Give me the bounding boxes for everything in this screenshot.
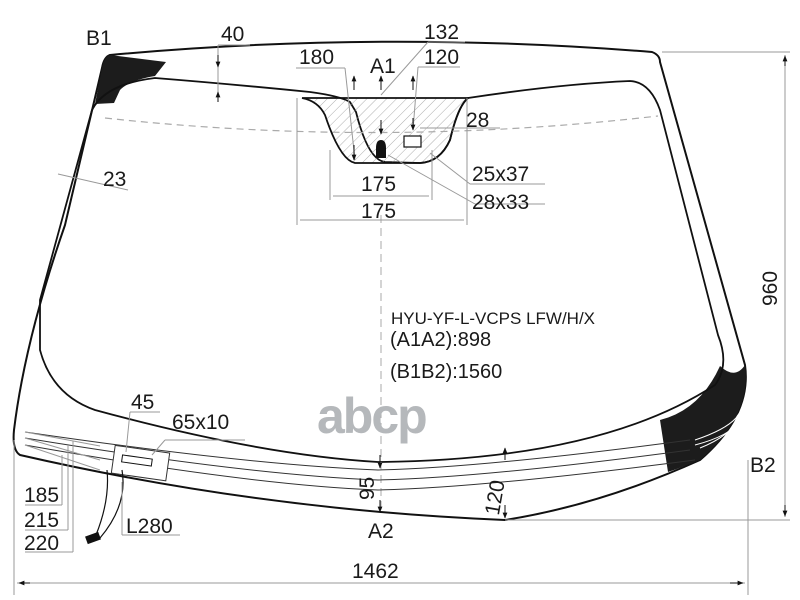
dim-sensor-width-inner: 175 (361, 173, 397, 196)
heater-loop-b2 (694, 412, 741, 449)
heater-line-1 (24, 431, 691, 471)
dim-sensor-offset-28: 28 (466, 109, 490, 132)
dim-overall-width: 1462 (352, 560, 399, 583)
dim-sensor-28x33: 28x33 (472, 191, 530, 214)
spec-b1b2: (B1B2):1560 (390, 361, 503, 383)
label-b1: B1 (86, 27, 112, 50)
dim-cable-length: L280 (126, 515, 173, 538)
sensor-area-hatched (301, 97, 471, 164)
dim-heater-215: 215 (24, 509, 60, 532)
spec-a1a2: (A1A2):898 (390, 329, 492, 351)
dim-bottom-center-95: 95 (356, 476, 379, 500)
dim-heater-220: 220 (24, 532, 60, 555)
watermark-logo: abcp (317, 388, 428, 444)
cable-l280 (95, 469, 109, 536)
dim-overall-height: 960 (759, 270, 782, 306)
dim-connector-45: 45 (131, 391, 155, 414)
cable-plug (85, 531, 101, 545)
dimension-arrows (18, 55, 788, 586)
label-b2: B2 (750, 454, 776, 477)
sensor-mount-28x33 (376, 140, 386, 158)
sensor-rect-25x37 (403, 135, 422, 148)
connector-slot (121, 454, 153, 467)
dim-sensor-120: 120 (424, 46, 460, 69)
frit-corner-b1 (95, 55, 166, 104)
part-code: HYU-YF-L-VCPS LFW/H/X (391, 309, 596, 328)
dim-side-band: 23 (103, 168, 127, 191)
dim-sensor-width-outer: 175 (361, 200, 397, 223)
dimension-lines (13, 41, 790, 595)
dim-heater-185: 185 (24, 484, 60, 507)
frit-corner-b2 (660, 365, 746, 472)
label-a1: A1 (370, 55, 396, 78)
dim-sensor-180: 180 (299, 46, 335, 69)
dim-sensor-132: 132 (424, 21, 460, 44)
dim-sensor-25x37: 25x37 (472, 163, 530, 186)
cable-l280-b (99, 469, 124, 539)
dim-connector-65x10: 65x10 (172, 411, 230, 434)
dim-top-band: 40 (221, 23, 245, 46)
glass-outer-outline (12, 40, 747, 522)
heater-loop-b2-inner (694, 419, 742, 446)
label-a2: A2 (368, 520, 394, 543)
